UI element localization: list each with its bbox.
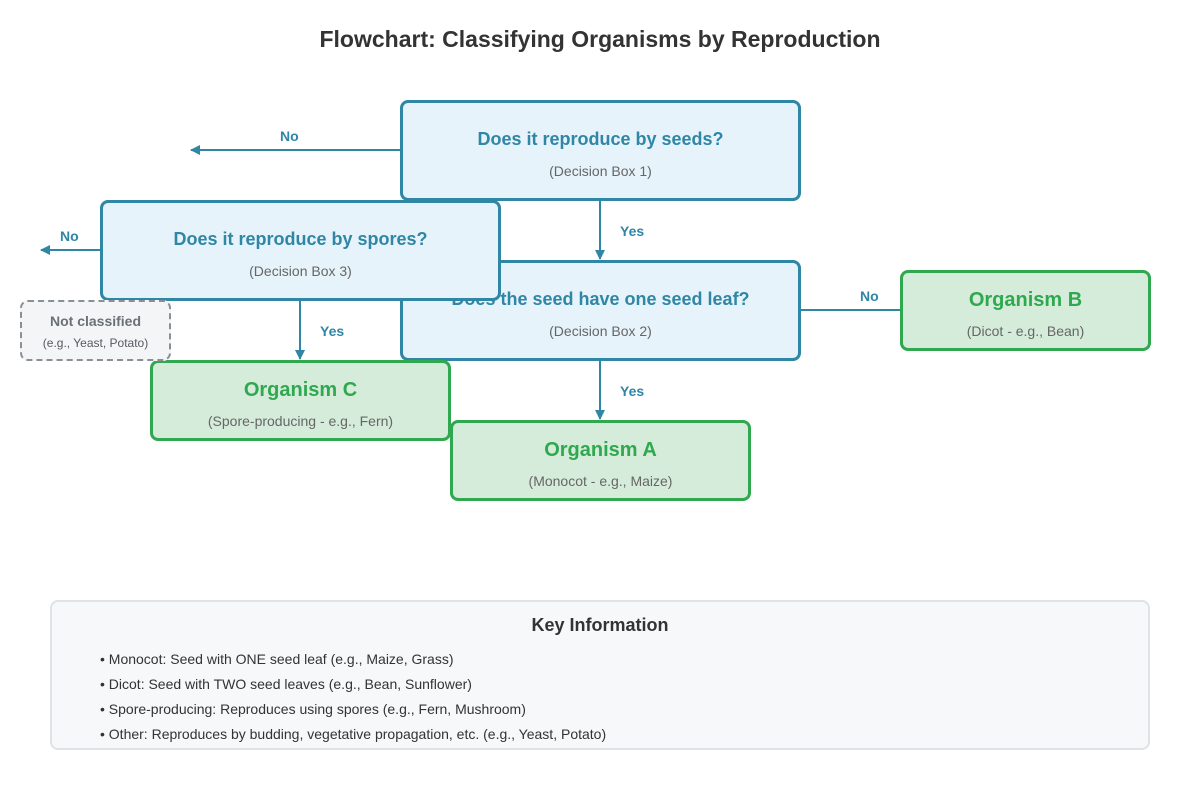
label-d3-yes: Yes: [320, 323, 345, 339]
diagram-title: Flowchart: Classifying Organisms by Repr…: [319, 26, 881, 52]
organism-b-box: Organism B (Dicot - e.g., Bean): [900, 270, 1151, 351]
decision-3-question: Does it reproduce by spores?: [173, 229, 428, 249]
key-item-other: • Other: Reproduces by budding, vegetati…: [100, 726, 607, 742]
label-d2-no: No: [860, 288, 879, 304]
organism-c-name: Organism C: [243, 379, 358, 401]
key-item-dicot: • Dicot: Seed with TWO seed leaves (e.g.…: [100, 676, 472, 692]
organism-a-desc: (Monocot - e.g., Maize): [528, 473, 673, 489]
organism-a-box: Organism A (Monocot - e.g., Maize): [450, 420, 751, 501]
decision-3-label: (Decision Box 3): [249, 263, 352, 279]
not-classified-name: Not classified: [49, 313, 142, 329]
decision-2-label: (Decision Box 2): [549, 323, 652, 339]
organism-a-name: Organism A: [544, 439, 657, 461]
decision-box-3: Does it reproduce by spores? (Decision B…: [100, 200, 501, 301]
key-information-panel: Key Information • Monocot: Seed with ONE…: [50, 600, 1150, 750]
key-title: Key Information: [531, 615, 669, 635]
key-list: • Monocot: Seed with ONE seed leaf (e.g.…: [100, 647, 1148, 747]
key-item-spore: • Spore-producing: Reproduces using spor…: [100, 701, 526, 717]
decision-box-2: Does the seed have one seed leaf? (Decis…: [400, 260, 801, 361]
organism-b-desc: (Dicot - e.g., Bean): [966, 323, 1085, 339]
label-d2-yes: Yes: [620, 383, 645, 399]
label-d3-no: No: [60, 228, 79, 244]
organism-c-box: Organism C (Spore-producing - e.g., Fern…: [150, 360, 451, 441]
decision-1-label: (Decision Box 1): [549, 163, 652, 179]
decision-1-question: Does it reproduce by seeds?: [477, 129, 724, 149]
organism-c-desc: (Spore-producing - e.g., Fern): [207, 413, 394, 429]
not-classified-box: Not classified (e.g., Yeast, Potato): [20, 300, 171, 361]
label-d1-yes: Yes: [620, 223, 645, 239]
decision-2-question: Does the seed have one seed leaf?: [451, 289, 750, 309]
not-classified-desc: (e.g., Yeast, Potato): [42, 336, 149, 350]
label-d1-no: No: [280, 128, 299, 144]
decision-box-1: Does it reproduce by seeds? (Decision Bo…: [400, 100, 801, 201]
organism-b-name: Organism B: [968, 289, 1083, 311]
key-item-monocot: • Monocot: Seed with ONE seed leaf (e.g.…: [100, 651, 454, 667]
